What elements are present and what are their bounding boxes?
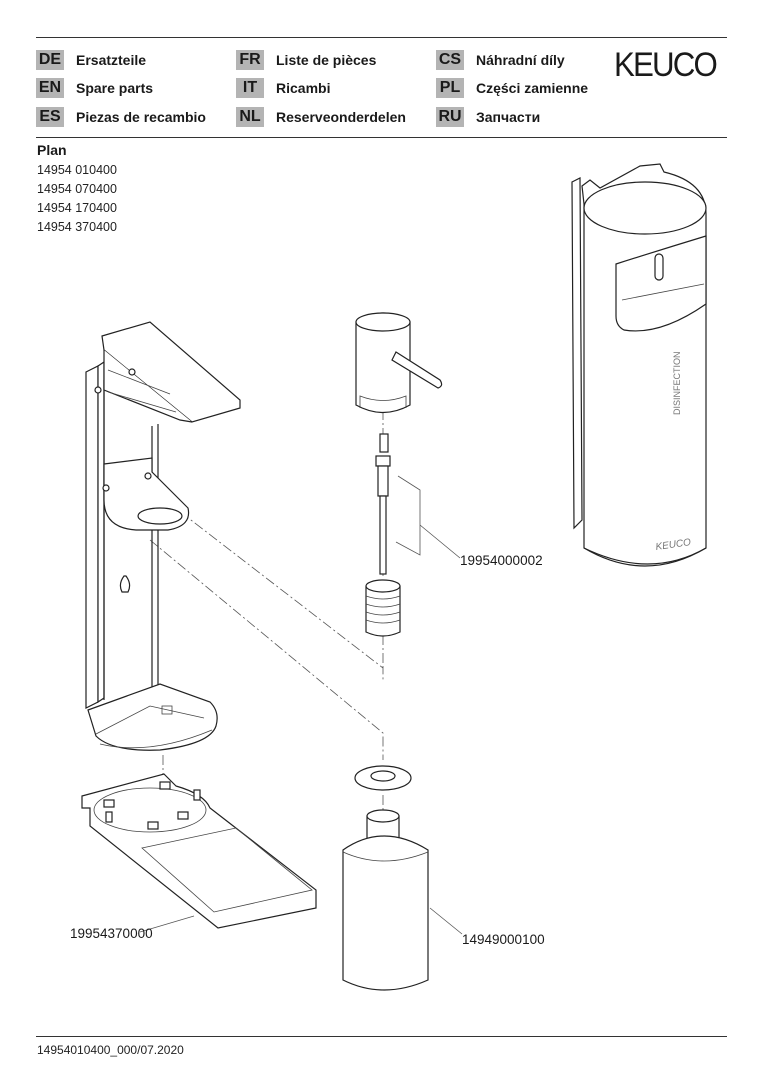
lang-label: Piezas de recambio	[76, 109, 206, 125]
lang-label: Części zamienne	[476, 80, 589, 96]
lang-badge: IT	[236, 78, 264, 98]
drip-tray	[81, 773, 317, 929]
plan-item: 14954 070400	[37, 182, 117, 196]
lang-row-fr: FR Liste de pièces	[236, 50, 376, 70]
lang-badge: RU	[436, 107, 464, 127]
lang-label: Ricambi	[276, 80, 331, 96]
disinfection-label: DISINFECTION	[672, 351, 682, 415]
product-keuco-mark: KEUCO	[655, 537, 692, 553]
lang-badge: FR	[236, 50, 264, 70]
wall-bracket-stand	[85, 321, 241, 751]
bottle-assembly	[342, 765, 429, 991]
plan-item: 14954 170400	[37, 201, 117, 215]
header-bottom-rule	[36, 137, 727, 138]
footer-rule	[36, 1036, 727, 1037]
lang-row-en: EN Spare parts	[36, 78, 153, 98]
lang-row-pl: PL Części zamienne	[436, 78, 588, 98]
lang-label: Spare parts	[76, 80, 154, 96]
lang-label: Reserveonderdelen	[276, 109, 406, 125]
part-number-bottle: 14949000100	[462, 932, 545, 947]
header-top-rule	[36, 37, 727, 38]
plan-title: Plan	[37, 142, 67, 158]
keuco-logo: KEUCO	[614, 46, 718, 84]
pump-leader	[395, 475, 461, 559]
lang-badge: ES	[36, 107, 64, 127]
lang-label: Ersatzteile	[76, 52, 147, 68]
lang-row-it: IT Ricambi	[236, 78, 330, 98]
part-number-tray: 19954370000	[70, 926, 153, 941]
lang-badge: CS	[436, 50, 464, 70]
lang-row-ru: RU Запчасти	[436, 107, 540, 127]
assembled-dispenser: DISINFECTION KEUCO	[571, 163, 707, 567]
tray-leader	[139, 915, 195, 933]
lang-badge: DE	[36, 50, 64, 70]
plan-item: 14954 370400	[37, 220, 117, 234]
plan-item: 14954 010400	[37, 163, 117, 177]
lang-label: Запчасти	[476, 109, 541, 125]
lang-row-cs: CS Náhradní díly	[436, 50, 565, 70]
pump-head	[355, 312, 443, 637]
lang-badge: NL	[236, 107, 264, 127]
assembly-lines	[149, 410, 384, 812]
lang-label: Liste de pièces	[276, 52, 377, 68]
lang-row-de: DE Ersatzteile	[36, 50, 146, 70]
lang-badge: EN	[36, 78, 64, 98]
document-id: 14954010400_000/07.2020	[37, 1043, 184, 1057]
part-number-pump: 19954000002	[460, 553, 543, 568]
bottle-leader	[429, 907, 463, 935]
lang-row-es: ES Piezas de recambio	[36, 107, 206, 127]
lang-row-nl: NL Reserveonderdelen	[236, 107, 406, 127]
lang-label: Náhradní díly	[476, 52, 565, 68]
lang-badge: PL	[436, 78, 464, 98]
